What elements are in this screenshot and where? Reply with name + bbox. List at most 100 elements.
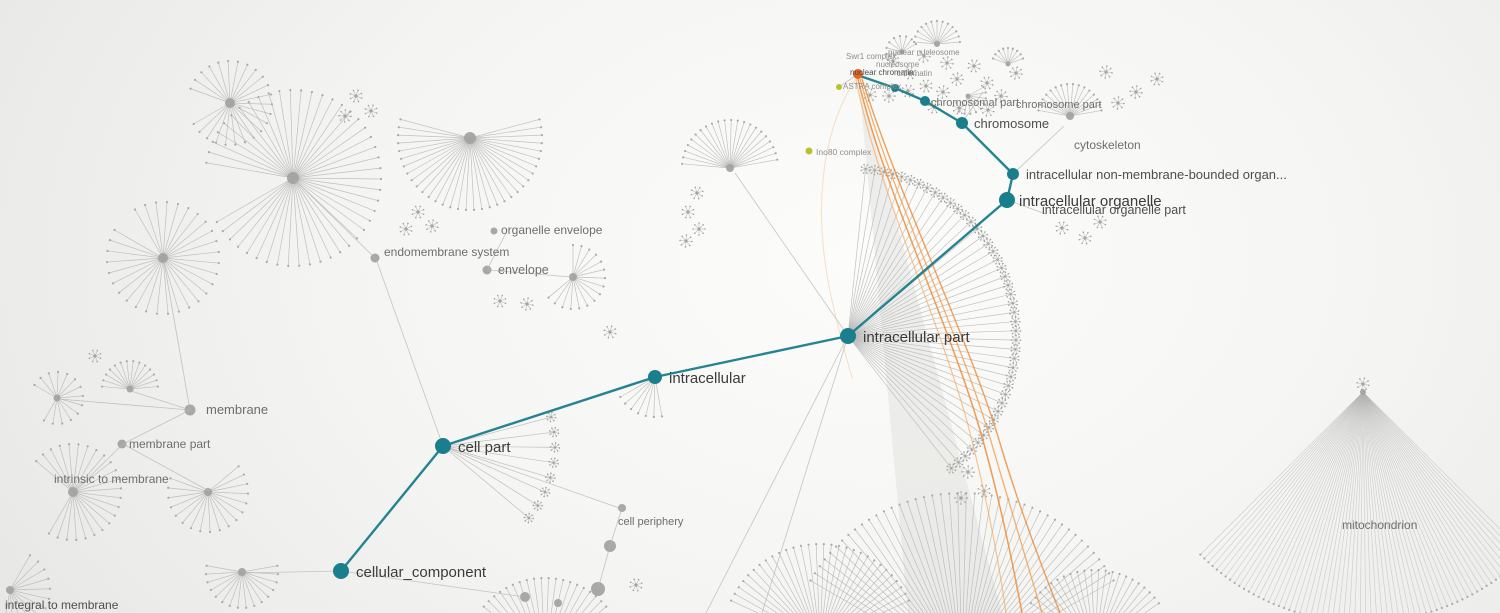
term-label-nuclear-chromatin[interactable]: nuclear chromatin <box>850 68 914 77</box>
leaf-node-dot <box>1004 405 1006 408</box>
leaf-node-dot <box>28 554 32 557</box>
term-label-intracellular-non-membrane-bounded-organ[interactable]: intracellular non-membrane-bounded organ… <box>1026 167 1287 182</box>
collapsed-subtree-fan[interactable] <box>442 411 561 524</box>
term-label-membrane[interactable]: membrane <box>206 402 268 417</box>
leaf-node-dot <box>991 424 994 427</box>
leaf-node-dot <box>524 520 527 522</box>
fan-center-node[interactable] <box>464 132 476 144</box>
collapsed-subtree-fan[interactable] <box>2 554 52 613</box>
leaf-node-dot <box>603 334 606 336</box>
term-node-selected-term-nucleosome[interactable] <box>853 69 863 79</box>
fan-center-node[interactable] <box>53 394 61 402</box>
collapsed-subtree-fan[interactable] <box>991 46 1025 67</box>
collapsed-subtree-fan[interactable] <box>33 370 85 425</box>
collapsed-subtree-fan[interactable] <box>482 576 608 613</box>
leaf-node-dot <box>205 137 209 140</box>
collapsed-subtree-fan[interactable] <box>204 564 280 609</box>
term-label-intracellular-organelle[interactable]: intracellular organelle <box>1019 193 1162 210</box>
leaf-node-dot <box>88 357 91 360</box>
fan-center-node[interactable] <box>6 586 14 594</box>
leaf-node-dot <box>614 332 617 335</box>
term-label-chromosome[interactable]: chromosome <box>974 116 1049 131</box>
cluster-center-dot <box>1000 401 1004 405</box>
collapsed-subtree-fan[interactable] <box>396 118 544 211</box>
collapsed-subtree-fan[interactable] <box>205 88 383 267</box>
term-node-cell-part[interactable] <box>435 438 451 454</box>
collapsed-subtree-fan[interactable] <box>167 465 250 534</box>
collapsed-subtree-fan[interactable] <box>681 118 779 172</box>
term-label-nuclear-nucleosome[interactable]: nuclear nucleosome <box>888 48 960 57</box>
term-label-intracellular-part[interactable]: intracellular part <box>863 329 971 346</box>
term-node-chromatin[interactable] <box>891 84 899 92</box>
term-label-endomembrane-system[interactable]: endomembrane system <box>384 245 509 259</box>
collapsed-subtree-fan[interactable] <box>189 59 274 146</box>
collapsed-subtree-fan[interactable] <box>1030 568 1160 613</box>
term-node-astra-complex[interactable] <box>836 84 842 90</box>
collapsed-subtree-fan[interactable] <box>547 243 607 311</box>
term-label-cytoskeleton[interactable]: cytoskeleton <box>1074 138 1141 152</box>
fan-center-node[interactable] <box>126 385 134 393</box>
collapsed-subtree-fan[interactable] <box>106 201 220 315</box>
fan-center-node[interactable] <box>225 98 235 108</box>
term-node-ino80-complex[interactable] <box>805 147 813 155</box>
term-label-intracellular[interactable]: intracellular <box>669 370 746 387</box>
term-label-integral-to-membrane[interactable]: integral to membrane <box>5 598 119 612</box>
term-label-chromosome-part[interactable]: chromosome part <box>1016 99 1102 111</box>
term-label-swr1-complex[interactable]: Swr1 complex <box>846 52 896 61</box>
leaf-node-dot <box>379 177 383 181</box>
fan-center-node[interactable] <box>726 164 734 172</box>
term-label-nucleosome[interactable]: nucleosome <box>876 60 920 69</box>
term-label-chromosomal-part[interactable]: chromosomal part <box>931 97 1019 109</box>
fan-center-node[interactable] <box>965 93 971 99</box>
term-label-membrane-part[interactable]: membrane part <box>129 437 211 451</box>
term-label-organelle-envelope[interactable]: organelle envelope <box>501 223 603 237</box>
term-node-intracellular-organelle[interactable] <box>999 192 1015 208</box>
term-node-chromosome[interactable] <box>956 117 968 129</box>
graph-edge <box>294 179 376 259</box>
term-label-mitochondrion[interactable]: mitochondrion <box>1342 518 1417 532</box>
term-node-gray[interactable] <box>554 599 562 607</box>
leaf-node-dot <box>988 487 991 490</box>
term-node-intracellular[interactable] <box>648 370 662 384</box>
term-node-intracellular-part[interactable] <box>840 328 856 344</box>
leaf-node-dot <box>1007 396 1010 399</box>
term-label-cell-periphery[interactable]: cell periphery <box>618 516 684 528</box>
collapsed-subtree-fan[interactable] <box>101 360 159 393</box>
fan-center-node[interactable] <box>934 41 940 47</box>
term-label-astra-complex[interactable]: ASTRA complex <box>843 82 901 91</box>
fan-center-node[interactable] <box>204 488 212 496</box>
cluster-center-dot <box>543 490 547 494</box>
collapsed-subtree-fan[interactable] <box>730 542 910 613</box>
leaf-node-dot <box>742 579 745 583</box>
term-node-cellular-component[interactable] <box>333 563 349 579</box>
leaf-node-dot <box>535 165 538 168</box>
term-label-envelope[interactable]: envelope <box>498 263 549 277</box>
fan-center-node[interactable] <box>899 49 905 55</box>
leaf-node-cluster <box>1007 298 1018 309</box>
collapsed-subtree-fan[interactable] <box>1037 83 1103 120</box>
fan-center-node[interactable] <box>68 487 78 497</box>
term-label-chromatin[interactable]: chromatin <box>897 69 932 78</box>
fan-center-node[interactable] <box>1005 61 1011 67</box>
fan-center-node[interactable] <box>1066 112 1074 120</box>
fan-center-node[interactable] <box>238 568 246 576</box>
term-node-intracellular-non-membrane-bounded-organelle[interactable] <box>1007 168 1019 180</box>
fan-center-node[interactable] <box>569 273 577 281</box>
term-label-intrinsic-to-membrane[interactable]: intrinsic to membrane <box>54 472 169 486</box>
term-label-cellular-component[interactable]: cellular_component <box>356 564 487 581</box>
term-node-gray[interactable] <box>490 227 498 235</box>
collapsed-subtree-fan[interactable] <box>912 19 962 47</box>
leaf-node-dot <box>1002 47 1005 50</box>
leaf-node-dot <box>652 415 655 419</box>
collapsed-subtree-fan[interactable] <box>1199 389 1500 613</box>
term-label-cell-part[interactable]: cell part <box>458 439 511 456</box>
cluster-center-dot <box>976 441 980 444</box>
term-node-gray[interactable] <box>117 439 127 449</box>
leaf-node-dot <box>81 394 85 398</box>
term-label-intracellular-organelle-part[interactable]: intracellular organelle part <box>1042 203 1186 217</box>
term-node-chromosomal-part[interactable] <box>920 96 930 106</box>
fan-center-node[interactable] <box>158 253 168 263</box>
term-label-ino80-complex[interactable]: Ino80 complex <box>816 147 872 157</box>
